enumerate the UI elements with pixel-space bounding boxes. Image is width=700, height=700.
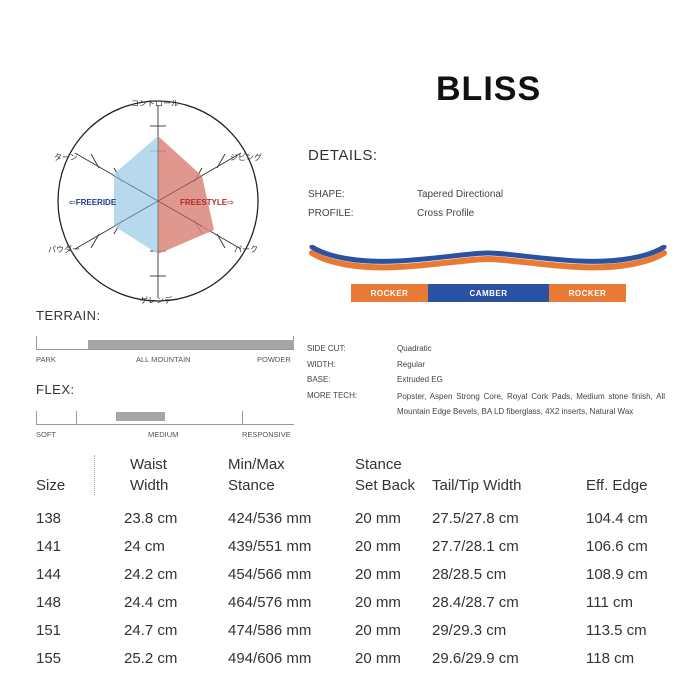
cell-waist-width: 24.2 cm bbox=[124, 566, 178, 583]
profile-key: PROFILE: bbox=[308, 208, 354, 219]
cell-size: 144 bbox=[36, 566, 62, 583]
shape-value: Tapered Directional bbox=[417, 189, 504, 200]
shape-key: SHAPE: bbox=[308, 189, 345, 200]
flex-tick-q3 bbox=[242, 411, 243, 425]
cell-stance-range: 439/551 mm bbox=[228, 538, 312, 555]
cell-size: 155 bbox=[36, 650, 62, 667]
terrain-heading: TERRAIN: bbox=[36, 308, 101, 323]
cell-waist-width: 24.7 cm bbox=[124, 622, 178, 639]
header-waist-line1: Waist bbox=[130, 456, 167, 473]
freeride-area bbox=[114, 136, 158, 254]
terrain-tick-left bbox=[36, 336, 37, 350]
freestyle-label: FREESTYLE⇨ bbox=[180, 198, 234, 207]
cell-tail-tip-width: 28/28.5 cm bbox=[432, 566, 507, 583]
header-stance-line2: Stance bbox=[228, 477, 275, 494]
profile-camber: CAMBER bbox=[428, 284, 549, 302]
cell-stance-setback: 20 mm bbox=[355, 538, 401, 555]
more-tech-key: MORE TECH: bbox=[307, 391, 358, 400]
cell-size: 138 bbox=[36, 510, 62, 527]
freeride-label: ⇦FREERIDE bbox=[69, 198, 117, 207]
axis-label-turn: ターン bbox=[54, 153, 78, 162]
profile-rocker-left: ROCKER bbox=[351, 284, 428, 302]
cell-stance-range: 454/566 mm bbox=[228, 566, 312, 583]
board-profile-illustration bbox=[309, 245, 667, 271]
cell-tail-tip-width: 29/29.3 cm bbox=[432, 622, 507, 639]
cell-stance-range: 464/576 mm bbox=[228, 594, 312, 611]
cell-eff-edge: 106.6 cm bbox=[586, 538, 648, 555]
cell-stance-range: 474/586 mm bbox=[228, 622, 312, 639]
cell-stance-setback: 20 mm bbox=[355, 650, 401, 667]
side-cut-key: SIDE CUT: bbox=[307, 344, 346, 353]
header-size: Size bbox=[36, 477, 66, 494]
table-divider bbox=[94, 455, 95, 495]
profile-bar: ROCKER CAMBER ROCKER bbox=[351, 284, 626, 302]
header-stance-line1: Min/Max bbox=[228, 456, 285, 473]
header-eff-edge: Eff. Edge bbox=[586, 477, 648, 494]
flex-low-label: SOFT bbox=[36, 430, 56, 439]
terrain-high-label: POWDER bbox=[257, 355, 291, 364]
freestyle-area bbox=[158, 136, 214, 254]
cell-tail-tip-width: 27.7/28.1 cm bbox=[432, 538, 519, 555]
cell-eff-edge: 108.9 cm bbox=[586, 566, 648, 583]
profile-rocker-right: ROCKER bbox=[549, 284, 626, 302]
terrain-scale-line bbox=[36, 349, 294, 350]
cell-waist-width: 24 cm bbox=[124, 538, 165, 555]
cell-size: 151 bbox=[36, 622, 62, 639]
details-heading: DETAILS: bbox=[308, 147, 378, 164]
base-key: BASE: bbox=[307, 375, 331, 384]
cell-eff-edge: 111 cm bbox=[586, 594, 633, 611]
terrain-mid-label: ALL MOUNTAIN bbox=[136, 355, 191, 364]
flex-mid-label: MEDIUM bbox=[148, 430, 179, 439]
cell-stance-setback: 20 mm bbox=[355, 510, 401, 527]
radar-svg bbox=[57, 100, 259, 302]
axis-label-jibbing: ジビング bbox=[230, 153, 262, 162]
width-key: WIDTH: bbox=[307, 360, 336, 369]
cell-tail-tip-width: 28.4/28.7 cm bbox=[432, 594, 519, 611]
terrain-range-fill bbox=[87, 340, 294, 349]
cell-waist-width: 25.2 cm bbox=[124, 650, 178, 667]
cell-stance-setback: 20 mm bbox=[355, 622, 401, 639]
more-tech-value: Popster, Aspen Strong Core, Royal Cork P… bbox=[397, 392, 665, 416]
flex-tick-q1 bbox=[76, 411, 77, 425]
flex-heading: FLEX: bbox=[36, 382, 75, 397]
base-value: Extruded EG bbox=[397, 375, 443, 384]
cell-waist-width: 24.4 cm bbox=[124, 594, 178, 611]
flex-scale-line bbox=[36, 424, 294, 425]
axis-label-piste: ゲレンデ bbox=[140, 296, 172, 305]
cell-waist-width: 23.8 cm bbox=[124, 510, 178, 527]
axis-label-control: コントロール bbox=[131, 99, 179, 108]
cell-size: 148 bbox=[36, 594, 62, 611]
flex-high-label: RESPONSIVE bbox=[242, 430, 291, 439]
header-setback-line2: Set Back bbox=[355, 477, 416, 494]
header-tailtip: Tail/Tip Width bbox=[432, 477, 522, 494]
flex-range-fill bbox=[115, 412, 165, 421]
header-waist-line2: Width bbox=[130, 477, 169, 494]
product-title: BLISS bbox=[436, 70, 542, 108]
cell-eff-edge: 113.5 cm bbox=[586, 622, 647, 639]
cell-size: 141 bbox=[36, 538, 62, 555]
cell-tail-tip-width: 27.5/27.8 cm bbox=[432, 510, 519, 527]
axis-label-park: パーク bbox=[234, 245, 258, 254]
cell-eff-edge: 118 cm bbox=[586, 650, 635, 667]
riding-style-radar: コントロール ターン ジビング パウダー パーク ゲレンデ ⇦FREERIDE … bbox=[34, 96, 284, 306]
cell-tail-tip-width: 29.6/29.9 cm bbox=[432, 650, 519, 667]
terrain-low-label: PARK bbox=[36, 355, 56, 364]
cell-stance-setback: 20 mm bbox=[355, 566, 401, 583]
cell-stance-range: 494/606 mm bbox=[228, 650, 312, 667]
cell-eff-edge: 104.4 cm bbox=[586, 510, 648, 527]
side-cut-value: Quadratic bbox=[397, 344, 432, 353]
flex-tick-left bbox=[36, 411, 37, 425]
profile-value: Cross Profile bbox=[417, 208, 475, 219]
cell-stance-range: 424/536 mm bbox=[228, 510, 312, 527]
axis-label-powder: パウダー bbox=[48, 245, 80, 254]
header-setback-line1: Stance bbox=[355, 456, 402, 473]
width-value: Regular bbox=[397, 360, 426, 369]
cell-stance-setback: 20 mm bbox=[355, 594, 401, 611]
